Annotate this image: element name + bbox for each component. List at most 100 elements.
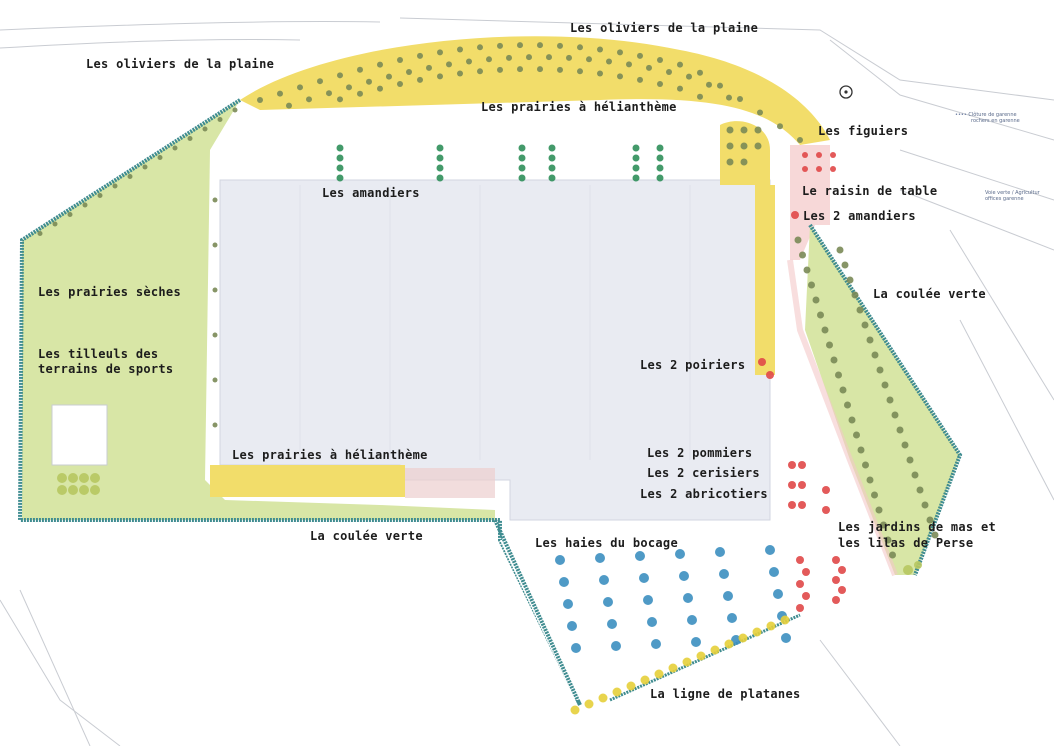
olive-tree <box>112 183 118 189</box>
lilac-shrub <box>838 586 846 594</box>
pear-tree <box>758 358 766 366</box>
lime-tree <box>79 473 89 483</box>
olive-tree <box>606 58 612 65</box>
plane-tree <box>682 657 692 667</box>
olive-tree <box>546 54 552 61</box>
almond-tree <box>632 144 640 152</box>
label-fig-trees: Les figuiers <box>818 124 909 138</box>
olive-tree <box>397 56 403 63</box>
olive-tree <box>617 49 623 56</box>
olive-tree <box>626 61 632 68</box>
label-bocage-hedges: Les haies du bocage <box>535 536 678 550</box>
fruit-tree <box>822 506 830 514</box>
olive-tree <box>557 66 563 73</box>
label-two-pear-trees: Les 2 poiriers <box>640 358 746 372</box>
olive-tree <box>346 84 352 91</box>
olive-tree <box>97 193 103 198</box>
olive-tree <box>844 401 851 409</box>
olive-tree <box>836 246 844 254</box>
almond-tree <box>656 154 664 162</box>
olive-tree <box>851 291 859 299</box>
olive-tree <box>757 109 763 116</box>
almond-tree <box>548 144 556 152</box>
olive-tree <box>799 251 806 259</box>
legend-item-2: Voie verte / Agricultur offices garenne <box>985 190 1040 202</box>
olive-tree <box>297 84 303 91</box>
plane-tree <box>710 645 720 655</box>
olive-tree <box>797 137 803 143</box>
building-lines <box>299 185 691 460</box>
olive-tree <box>794 236 802 244</box>
bocage-shrub <box>683 593 693 603</box>
label-olives-left: Les oliviers de la plaine <box>86 57 275 71</box>
label-prairies-helianthemum-bottom: Les prairies à hélianthème <box>232 448 428 462</box>
almond-tree <box>436 174 444 182</box>
olive-tree <box>577 44 583 51</box>
olive-tree <box>437 73 443 80</box>
olive-tree <box>839 386 847 394</box>
olive-tree <box>212 287 218 293</box>
almond-tree <box>548 164 556 172</box>
bocage-shrub <box>639 573 649 583</box>
lime-tree <box>57 473 67 483</box>
olive-tree <box>212 422 218 428</box>
lilac-shrub <box>832 576 840 584</box>
almond-tree <box>632 154 640 162</box>
legend-item-1-line1: Clôture de garenne <box>968 112 1017 118</box>
olive-tree <box>896 426 904 434</box>
olive-tree <box>677 85 683 92</box>
fig-tree <box>740 158 748 166</box>
fruit-tree <box>788 481 796 489</box>
olive-tree <box>446 61 452 68</box>
olive-tree <box>812 296 820 304</box>
olive-tree <box>157 155 163 160</box>
lilac-shrub <box>832 596 840 604</box>
almond-tree <box>518 174 526 182</box>
bocage-shrub <box>715 547 725 557</box>
olive-tree <box>417 52 423 59</box>
tree-markers <box>37 42 939 715</box>
shrub <box>914 561 922 569</box>
lilac-shrub <box>832 556 840 564</box>
grape-vine <box>802 152 808 158</box>
olive-tree <box>437 49 443 56</box>
olive-tree <box>406 68 412 75</box>
olive-tree <box>212 332 218 338</box>
olive-tree <box>846 276 854 284</box>
almond-tree <box>518 164 526 172</box>
almond-tree <box>632 164 640 172</box>
olive-tree <box>517 42 523 49</box>
almond-tree <box>656 164 664 172</box>
almond-tree <box>336 154 344 162</box>
olive-tree <box>172 145 178 151</box>
fig-tree <box>726 142 734 150</box>
label-two-apricot-trees: Les 2 abricotiers <box>640 487 768 501</box>
almond-tree <box>436 154 444 162</box>
plane-tree <box>654 669 664 679</box>
lime-tree <box>90 473 100 483</box>
olive-tree <box>257 97 263 103</box>
fruit-tree <box>788 461 796 469</box>
lime-tree <box>68 485 78 495</box>
fig-tree <box>740 142 748 150</box>
pear-tree <box>766 371 774 379</box>
lilac-shrub <box>802 592 810 600</box>
olive-tree <box>841 261 849 269</box>
green-corridor-right-pink-edge <box>787 259 898 577</box>
lime-tree <box>57 485 67 495</box>
olive-tree <box>697 93 703 100</box>
olive-tree <box>666 68 672 75</box>
bocage-shrub <box>773 589 783 599</box>
shrub <box>903 565 913 575</box>
lime-tree <box>90 485 100 495</box>
olive-tree <box>517 66 523 73</box>
olive-tree <box>706 81 712 88</box>
plane-tree <box>640 675 650 685</box>
bocage-shrub <box>781 633 791 643</box>
olive-tree <box>931 531 939 539</box>
olive-tree <box>212 377 218 383</box>
olive-tree <box>337 72 343 79</box>
olive-tree <box>212 197 218 203</box>
label-plane-tree-line: La ligne de platanes <box>650 687 801 701</box>
